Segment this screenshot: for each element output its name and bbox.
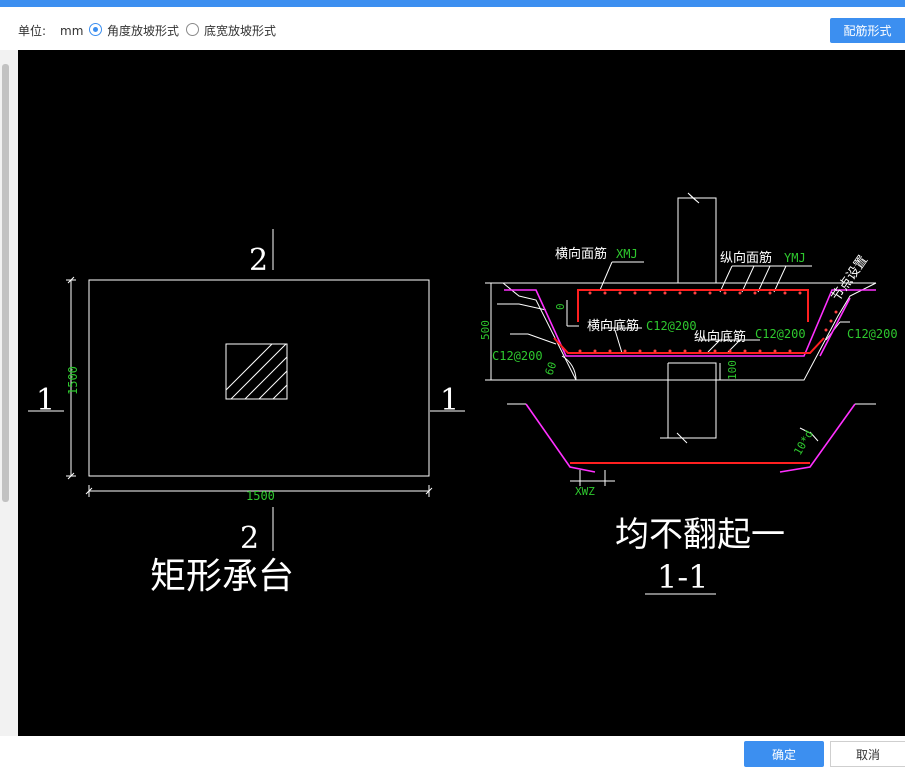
column-below <box>660 362 717 444</box>
spec-bottom-longitudinal: C12@200 <box>755 327 806 341</box>
angle-slope-radio[interactable] <box>89 23 102 36</box>
plan-section-mark-right: 1 <box>440 383 459 418</box>
plan-dim-width: 1500 <box>246 489 275 503</box>
column-above <box>677 192 717 283</box>
toolbar: 单位: mm 角度放坡形式 底宽放坡形式 配筋形式 <box>0 7 905 50</box>
angle-slope-label[interactable]: 角度放坡形式 <box>107 24 180 38</box>
drawing-canvas: 2 2 1 1 1500 1500 矩形承台 <box>18 50 905 736</box>
unit-value: mm <box>60 24 84 38</box>
cancel-button[interactable]: 取消 <box>830 741 905 767</box>
plan-section-mark-bottom: 2 <box>240 521 259 556</box>
section-note: 均不翻起一 <box>615 515 785 555</box>
plan-dim-height: 1500 <box>66 366 80 395</box>
spec-bottom-transverse: C12@200 <box>646 319 697 333</box>
plan-view <box>28 229 465 551</box>
plan-section-mark-left: 1 <box>36 383 55 418</box>
section-title: 1-1 <box>657 558 709 596</box>
width-slope-label[interactable]: 底宽放坡形式 <box>204 24 277 38</box>
rebar-magenta <box>504 289 876 473</box>
spec-right: C12@200 <box>847 327 898 341</box>
rebar-form-button[interactable]: 配筋形式 <box>830 18 905 43</box>
unit-label: 单位: <box>18 24 47 38</box>
rebar-dots <box>578 291 838 353</box>
plan-caption: 矩形承台 <box>150 556 294 597</box>
left-scrollbar[interactable] <box>2 64 9 502</box>
label-top-transverse: 横向面筋 <box>555 246 607 262</box>
cap-outline <box>88 279 430 477</box>
section-view <box>485 192 877 595</box>
dialog-footer: 确定 取消 <box>0 736 905 774</box>
code-top-longitudinal: YMJ <box>784 251 806 265</box>
dim-anchor: 10*d <box>791 428 816 457</box>
left-panel <box>0 50 18 736</box>
label-bottom-longitudinal: 纵向底筋 <box>694 329 746 345</box>
label-bottom-transverse: 横向底筋 <box>587 318 639 334</box>
rebar-red <box>553 289 825 464</box>
cad-drawing: 2 2 1 1 1500 1500 矩形承台 <box>28 192 898 597</box>
width-slope-radio[interactable] <box>186 23 199 36</box>
dim-zero: 0 <box>554 303 567 310</box>
dim-100: 100 <box>726 360 739 380</box>
window-top-bar <box>0 0 905 7</box>
ok-button[interactable]: 确定 <box>744 741 824 767</box>
code-top-transverse: XMJ <box>616 247 638 261</box>
dim-xwz: XWZ <box>575 485 595 498</box>
dim-500: 500 <box>479 320 492 340</box>
plan-section-mark-top: 2 <box>249 243 268 278</box>
dim-angle: 60 <box>543 360 560 377</box>
label-top-longitudinal: 纵向面筋 <box>720 250 772 266</box>
column-hatch <box>226 344 287 399</box>
spec-left: C12@200 <box>492 349 543 363</box>
